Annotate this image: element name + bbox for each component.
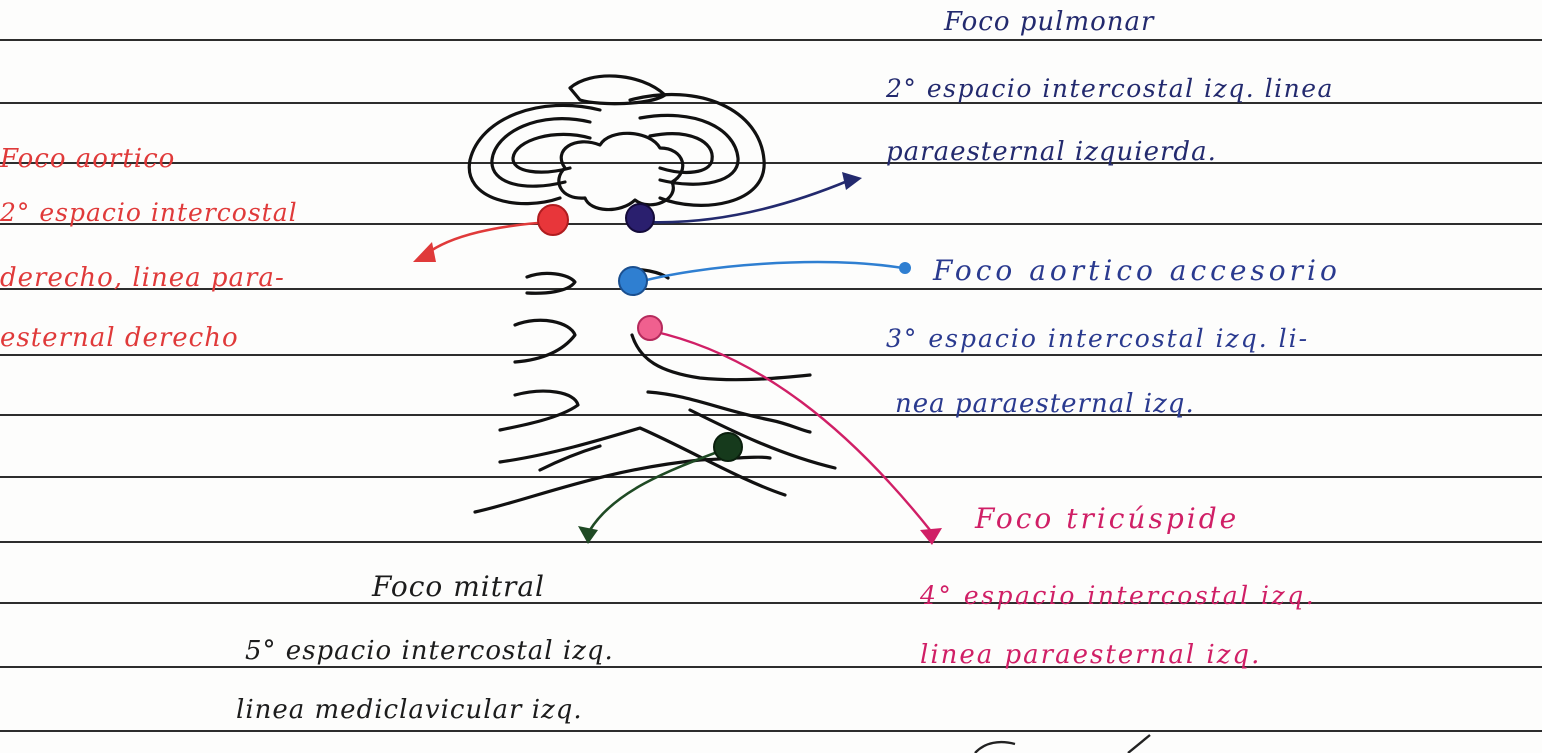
accesorio-connector (635, 262, 903, 283)
pen-scribble (975, 742, 1015, 753)
foco-aortico-title: Foco aortico (0, 146, 175, 172)
foco-aortico-line-3: esternal derecho (0, 325, 239, 351)
foco-mitral-line-2: linea mediclavicular izq. (236, 697, 583, 723)
tricuspide-arrowhead (920, 528, 942, 545)
rib-left-4 (527, 273, 575, 293)
rib-lower-mid (540, 446, 600, 470)
foco-pulmonar-line-2: paraesternal izquierda. (886, 139, 1217, 165)
foco-tricuspide-line-1: 4° espacio intercostal izq. (920, 583, 1316, 608)
manubrium-outline (570, 76, 665, 104)
pulmonar-arrowhead (842, 172, 862, 190)
foco-aortico-line-2: derecho, linea para- (0, 265, 285, 291)
rib-lower-right (475, 457, 770, 512)
rib-left-3 (513, 134, 590, 172)
mitral-dot (714, 433, 742, 461)
pen-scribble-2 (1128, 735, 1150, 753)
aortic-arrowhead (413, 242, 436, 262)
foco-aortico-accesorio-line-1: 3° espacio intercostal izq. li- (886, 326, 1309, 351)
foco-aortico-accesorio-line-2: nea paraesternal izq. (895, 391, 1195, 417)
foco-mitral-line-1: 5° espacio intercostal izq. (245, 638, 614, 664)
mitral-arrowhead (578, 526, 598, 544)
foco-aortico-accesorio-title: Foco aortico accesorio (933, 257, 1341, 285)
foco-pulmonar-title: Foco pulmonar (944, 9, 1154, 35)
foco-mitral-title: Foco mitral (372, 573, 545, 601)
foco-tricuspide-title: Foco tricúspide (975, 505, 1239, 533)
tricuspide-connector (652, 331, 930, 530)
rib-left-5 (515, 320, 575, 362)
foco-pulmonar-line-1: 2° espacio intercostal izq. linea (886, 76, 1334, 101)
rib-left-6 (500, 391, 578, 430)
accesorio-arrowhead (899, 262, 911, 274)
rib-right-1 (630, 95, 764, 206)
foco-tricuspide-line-2: linea paraesternal izq. (920, 642, 1261, 668)
accesorio-dot (619, 267, 647, 295)
rib-right-6 (648, 392, 810, 432)
aortic-dot (538, 205, 568, 235)
rib-right-5 (632, 335, 810, 380)
aortic-connector (425, 222, 552, 255)
rib-right-3 (650, 134, 712, 173)
pulmonar-dot (626, 204, 654, 232)
foco-aortico-line-1: 2° espacio intercostal (0, 200, 298, 225)
rib-left-2 (492, 119, 590, 187)
tricuspide-dot (638, 316, 662, 340)
